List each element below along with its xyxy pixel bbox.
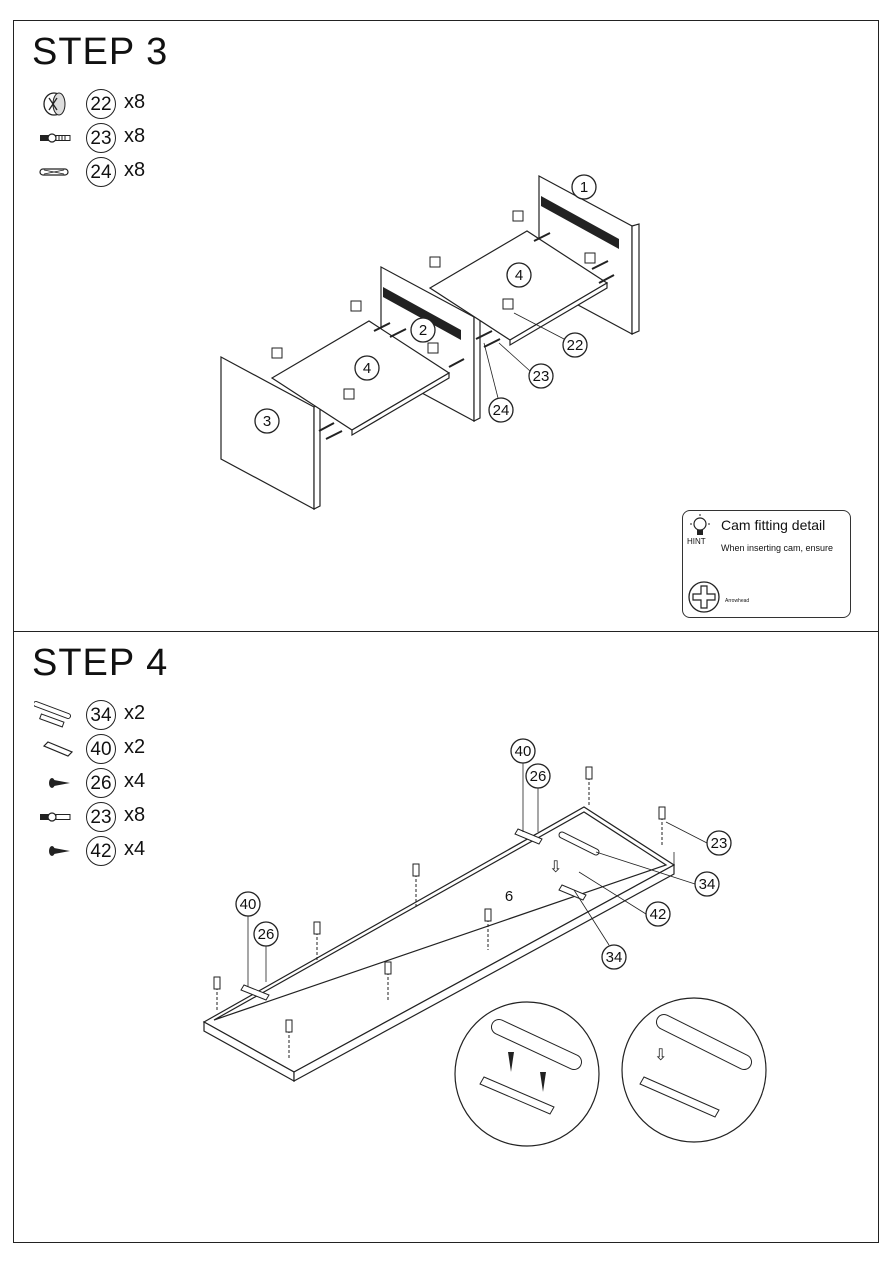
cam-locks bbox=[271, 210, 596, 400]
part-number: 23 bbox=[86, 802, 116, 832]
detail-view-1 bbox=[454, 1001, 600, 1147]
callout-23: 23 bbox=[711, 835, 728, 852]
hint-label: HINT bbox=[687, 537, 706, 546]
board-6 bbox=[202, 806, 676, 1083]
callout-24: 24 bbox=[493, 402, 510, 419]
callout-4: 4 bbox=[363, 360, 371, 377]
callout-34: 34 bbox=[606, 949, 623, 966]
callout-1: 1 bbox=[580, 179, 588, 196]
cam-arrowhead-icon bbox=[688, 581, 720, 613]
part-number: 22 bbox=[86, 89, 116, 119]
part-row-42: 42 x4 bbox=[34, 836, 194, 866]
callout-4: 4 bbox=[515, 267, 523, 284]
part-row-26: 26 x4 bbox=[34, 768, 194, 798]
bracket-plate-icon bbox=[42, 741, 74, 757]
wood-dowel-icon bbox=[39, 168, 69, 176]
part-number: 26 bbox=[86, 768, 116, 798]
hint-title: Cam fitting detail bbox=[721, 517, 826, 533]
part-quantity: x2 bbox=[124, 702, 146, 724]
part-row-40: 40 x2 bbox=[34, 734, 194, 764]
step-4-assembly-drawing: ⇩ 40 26 23 34 42 34 6 40 26 bbox=[202, 738, 767, 1147]
part-row-24: 24 x8 bbox=[34, 157, 194, 187]
part-quantity: x8 bbox=[124, 159, 146, 181]
callout-34: 34 bbox=[699, 876, 716, 893]
cam-label: Arrowhead bbox=[725, 598, 750, 604]
callout-26: 26 bbox=[258, 926, 275, 943]
callout-6: 6 bbox=[505, 888, 513, 905]
part-number: 42 bbox=[86, 836, 116, 866]
step-3-assembly-drawing: 1 2 3 4 4 22 23 24 bbox=[220, 174, 640, 511]
part-number: 34 bbox=[86, 700, 116, 730]
part-row-23: 23 x8 bbox=[34, 802, 194, 832]
callout-42: 42 bbox=[650, 906, 667, 923]
screw-icon bbox=[49, 846, 70, 856]
hint-text: When inserting cam, ensure bbox=[721, 543, 834, 553]
part-number: 24 bbox=[86, 157, 116, 187]
callout-2: 2 bbox=[419, 322, 427, 339]
part-number: 23 bbox=[86, 123, 116, 153]
drawer-damper-icon bbox=[34, 701, 71, 728]
part-quantity: x4 bbox=[124, 838, 146, 860]
bolts bbox=[318, 232, 615, 440]
step-3-panel: STEP 3 22 x8 23 x8 24 x8 bbox=[13, 20, 879, 632]
cam-bolt-icon bbox=[40, 812, 71, 822]
callout-22: 22 bbox=[567, 337, 584, 354]
callout-26: 26 bbox=[530, 768, 547, 785]
cam-bolt-icon bbox=[40, 133, 71, 143]
step-4-title: STEP 4 bbox=[32, 642, 169, 684]
part-quantity: x8 bbox=[124, 91, 146, 113]
part-quantity: x2 bbox=[124, 736, 146, 758]
part-quantity: x4 bbox=[124, 770, 146, 792]
callout-40: 40 bbox=[515, 743, 532, 760]
callout-23: 23 bbox=[533, 368, 550, 385]
svg-text:⇩: ⇩ bbox=[549, 859, 562, 876]
step-3-title: STEP 3 bbox=[32, 31, 169, 73]
drawer-damper bbox=[558, 831, 600, 901]
part-row-34: 34 x2 bbox=[34, 700, 194, 730]
svg-text:⇩: ⇩ bbox=[654, 1047, 667, 1064]
detail-view-2: ⇩ bbox=[621, 997, 767, 1143]
hint-box: HINT Cam fitting detail When inserting c… bbox=[682, 510, 851, 618]
part-row-23: 23 x8 bbox=[34, 123, 194, 153]
step-4-panel: STEP 4 34 x2 40 x2 26 x4 23 x8 bbox=[13, 631, 879, 1243]
callout-3: 3 bbox=[263, 413, 271, 430]
part-quantity: x8 bbox=[124, 125, 146, 147]
part-quantity: x8 bbox=[124, 804, 146, 826]
part-number: 40 bbox=[86, 734, 116, 764]
part-row-22: 22 x8 bbox=[34, 89, 194, 119]
screw-icon bbox=[49, 778, 70, 788]
lightbulb-icon bbox=[690, 514, 710, 535]
callout-40: 40 bbox=[240, 896, 257, 913]
cam-lock-icon bbox=[43, 92, 66, 116]
